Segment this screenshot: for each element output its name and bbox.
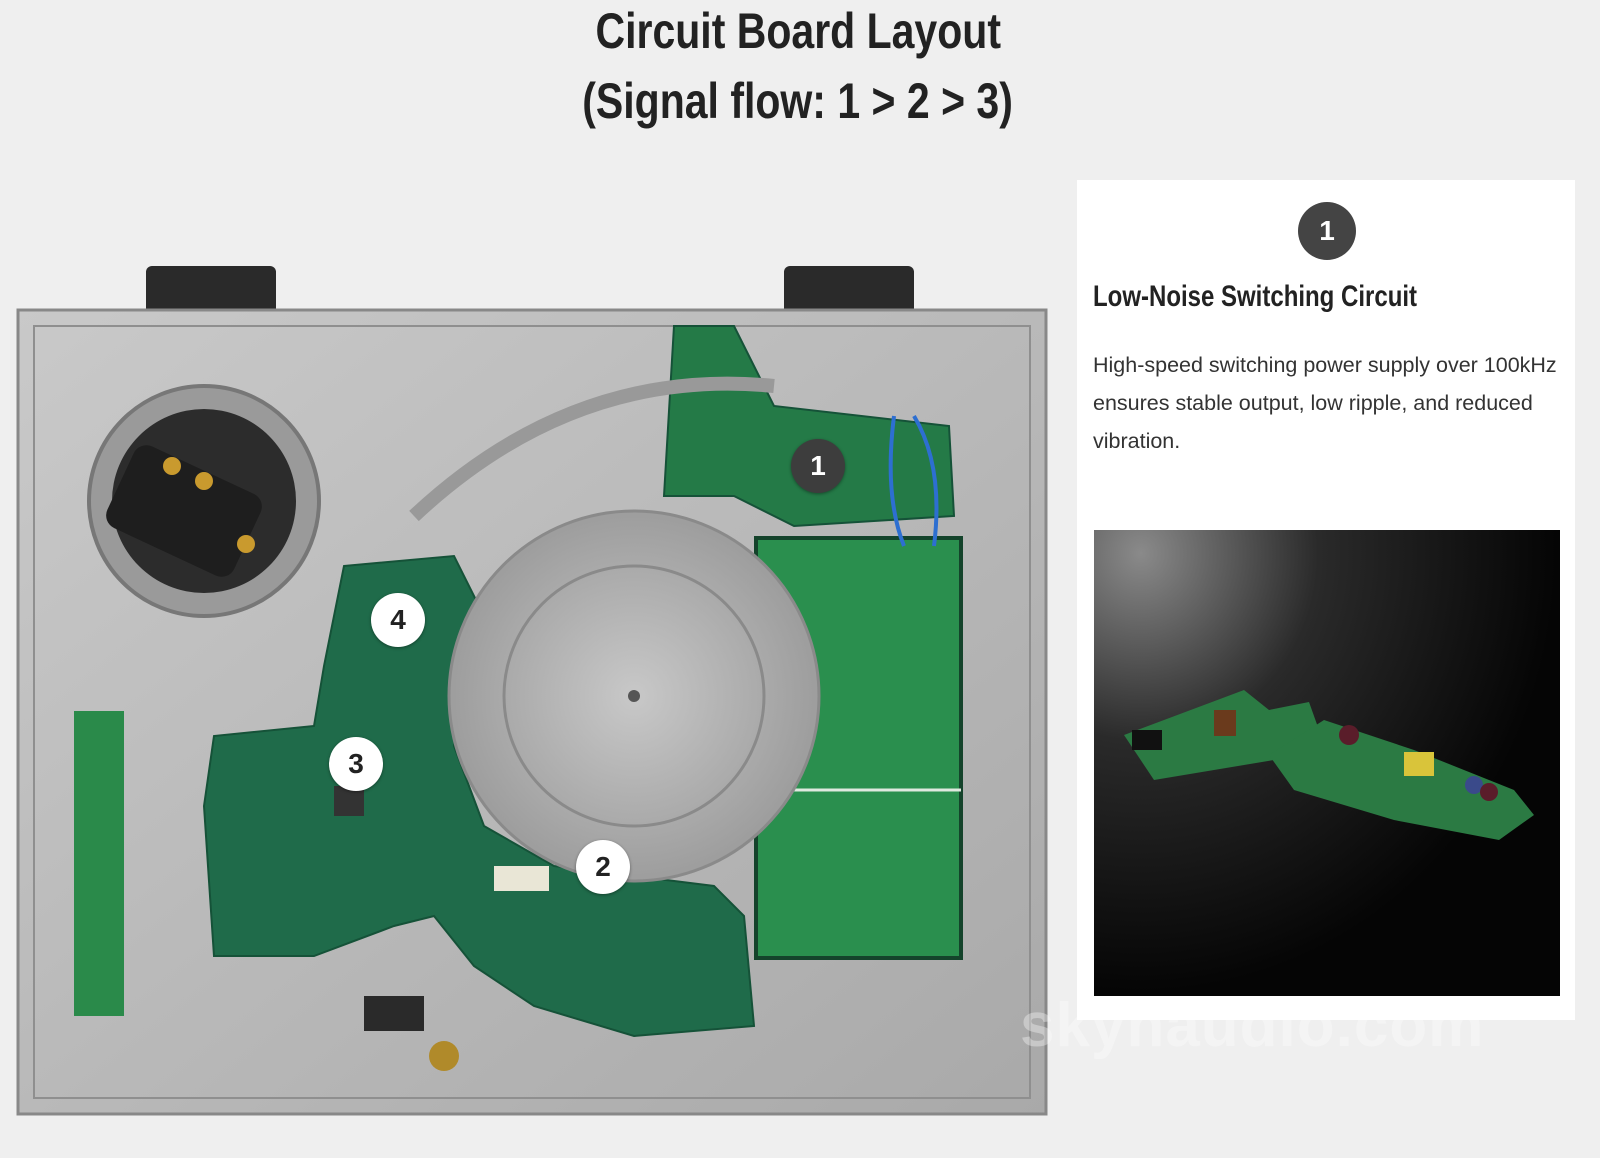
- step-badge: 1: [1298, 202, 1356, 260]
- circuit-board-illustration: [16, 266, 1048, 1116]
- power-pcb-upper: [662, 325, 956, 528]
- watermark: skyhaudio.com: [1020, 991, 1485, 1060]
- board-marker-1[interactable]: 1: [791, 439, 845, 493]
- title-line-2: (Signal flow: 1 > 2 > 3): [582, 73, 1014, 129]
- title-line-1: Circuit Board Layout: [595, 3, 1001, 59]
- detail-card: 1 Low-Noise Switching Circuit High-speed…: [1077, 180, 1575, 1020]
- detail-heading: Low-Noise Switching Circuit: [1093, 280, 1418, 313]
- top-clip-right: [784, 266, 914, 316]
- top-clip-left: [146, 266, 276, 316]
- circuit-board-image: 1 2 3 4: [14, 266, 1050, 1118]
- power-board-illustration: [1124, 690, 1534, 840]
- board-marker-2[interactable]: 2: [576, 840, 630, 894]
- side-pcb: [74, 711, 124, 1016]
- page-title: Circuit Board Layout (Signal flow: 1 > 2…: [0, 0, 1596, 136]
- detail-description: High-speed switching power supply over 1…: [1093, 353, 1557, 453]
- board-marker-3[interactable]: 3: [329, 737, 383, 791]
- board-marker-4[interactable]: 4: [371, 593, 425, 647]
- power-board-photo: [1094, 530, 1560, 996]
